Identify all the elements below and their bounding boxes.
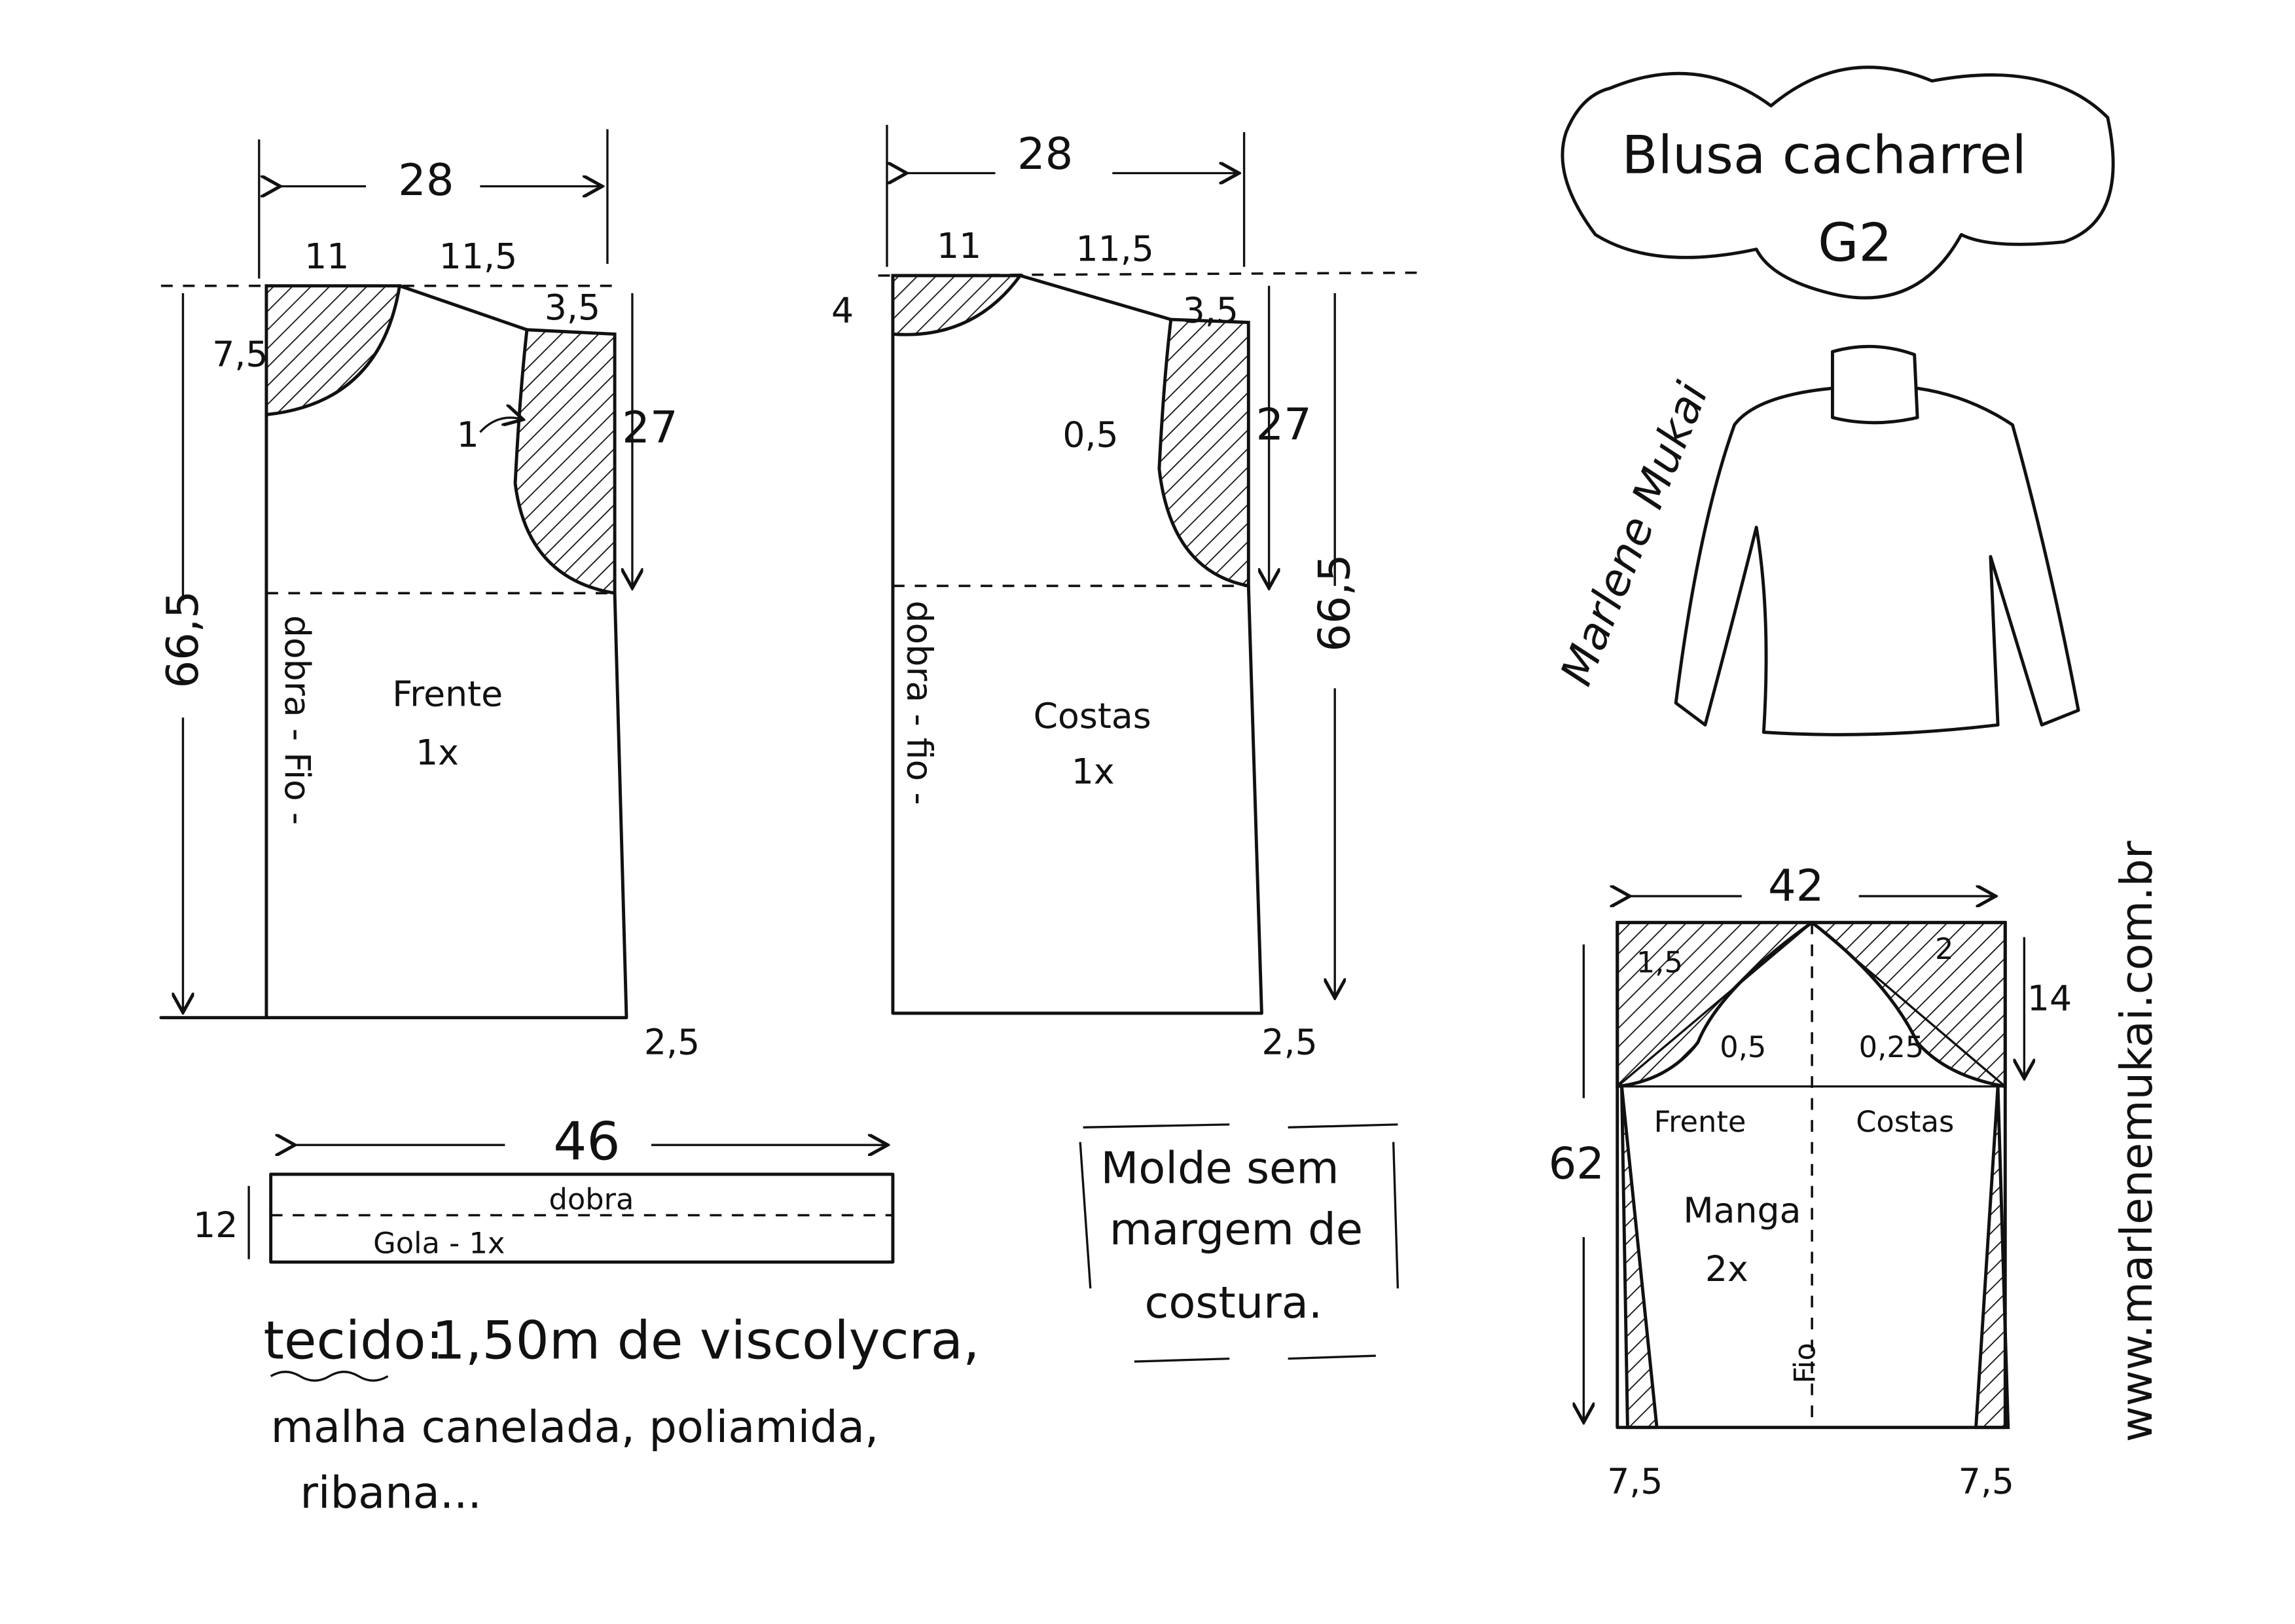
collar-height-label: 12 — [193, 1204, 238, 1246]
sleeve-front-label: Frente — [1654, 1104, 1746, 1139]
back-length-label: 66,5 — [1309, 554, 1360, 651]
sleeve-hem-right-label: 7,5 — [1959, 1460, 2014, 1502]
front-length-label: 66,5 — [157, 590, 208, 688]
fabric-note: tecido: 1,50m de viscolycra, malha canel… — [263, 1310, 979, 1519]
sleeve-back-cap-out-label: 2 — [1935, 931, 1953, 966]
front-shoulder-drop-label: 3,5 — [545, 287, 600, 328]
seam-allowance-note: Molde sem margem de costura. — [1079, 1123, 1400, 1363]
sleeve-hem-left-label: 7,5 — [1607, 1460, 1663, 1502]
sleeve-qty: 2x — [1705, 1248, 1748, 1290]
front-neck-width-label: 11 — [304, 236, 349, 277]
back-shoulder-drop-label: 3,5 — [1183, 290, 1238, 331]
sleeve-length-label: 62 — [1549, 1138, 1604, 1189]
sleeve-back-label: Costas — [1856, 1104, 1954, 1139]
back-neck-width-label: 11 — [937, 225, 981, 266]
sweater-illustration-icon — [1674, 344, 2080, 736]
back-qty: 1x — [1072, 751, 1115, 792]
back-fold-label: dobra - fio - — [899, 600, 940, 804]
front-width-label: 28 — [398, 154, 454, 206]
front-shoulder-label: 11,5 — [439, 236, 517, 277]
front-armhole-depth-label: 27 — [622, 402, 678, 453]
sleeve-cap-height-label: 14 — [2027, 977, 2072, 1019]
collar-name: Gola - 1x — [373, 1226, 505, 1261]
fabric-line-1: 1,50m de viscolycra, — [432, 1310, 980, 1371]
seam-note-line-3: costura. — [1145, 1277, 1323, 1328]
back-armhole-hatch — [1157, 317, 1250, 588]
sleeve-front-cap-out-label: 1,5 — [1636, 945, 1683, 979]
back-width-label: 28 — [1017, 128, 1073, 179]
front-pattern-piece: 28 11 11,5 7,5 3,5 27 66,5 1 dobra - Fio… — [157, 129, 700, 1063]
seam-note-line-1: Molde sem — [1100, 1142, 1339, 1193]
title-line-2: G2 — [1818, 212, 1892, 274]
front-neck-hatch — [264, 284, 402, 417]
fabric-label: tecido: — [263, 1310, 443, 1371]
back-shoulder-label: 11,5 — [1075, 228, 1153, 270]
sleeve-width-label: 42 — [1768, 860, 1824, 911]
back-neck-depth-label: 4 — [831, 290, 854, 331]
front-hem-flare-label: 2,5 — [644, 1022, 700, 1063]
sleeve-grain-label: Fio — [1788, 1343, 1822, 1383]
back-neck-hatch — [891, 274, 1024, 336]
collar-fold-label: dobra — [549, 1182, 634, 1217]
back-armhole-curve-label: 0,5 — [1062, 414, 1118, 456]
sleeve-pattern-piece: 42 14 62 1,5 2 0,5 0,25 Frente Costas Ma… — [1549, 860, 2072, 1502]
front-armhole-hatch — [513, 328, 617, 596]
website-label: www.marlenemukai.com.br — [2111, 840, 2162, 1442]
collar-pattern-piece: 46 12 dobra Gola - 1x — [193, 1111, 895, 1264]
back-pattern-piece: 28 11 11,5 4 3,5 0,5 27 66,5 dobra - fio… — [831, 124, 1428, 1063]
fabric-line-3: ribana... — [300, 1468, 481, 1519]
sleeve-back-cap-in-label: 0,25 — [1859, 1030, 1925, 1064]
sleeve-front-cap-in-label: 0,5 — [1720, 1030, 1766, 1064]
back-hem-flare-label: 2,5 — [1261, 1022, 1317, 1063]
back-name: Costas — [1034, 695, 1151, 736]
front-fold-label: dobra - Fio - — [277, 615, 318, 825]
collar-length-label: 46 — [553, 1111, 620, 1172]
sleeve-name: Manga — [1683, 1190, 1801, 1231]
signature: Marlene Mukai — [1551, 375, 1718, 692]
fabric-line-2: malha canelada, poliamida, — [271, 1401, 879, 1453]
back-armhole-depth-label: 27 — [1256, 399, 1311, 450]
title-line-1: Blusa cacharrel — [1621, 124, 2026, 185]
seam-note-line-2: margem de — [1110, 1204, 1363, 1255]
front-name: Frente — [392, 673, 503, 714]
title-cloud: Blusa cacharrel G2 — [1561, 65, 2115, 300]
front-neck-depth-label: 7,5 — [212, 334, 268, 375]
front-armhole-curve-label: 1 — [457, 414, 479, 456]
front-qty: 1x — [416, 732, 459, 773]
